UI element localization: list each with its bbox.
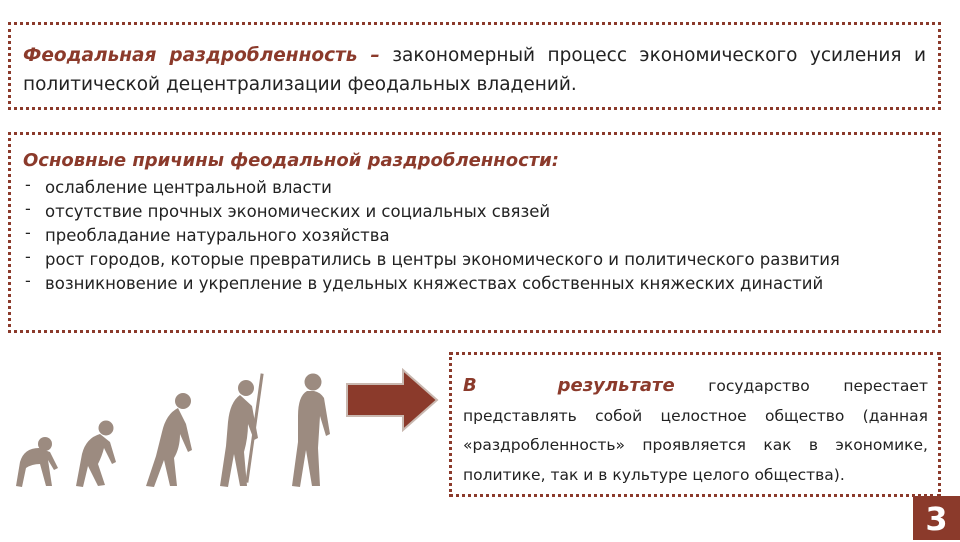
definition-text: закономерный процесс экономического усил… [23,45,926,95]
causes-list: ослабление центральной власти отсутствие… [23,173,928,296]
causes-title: Основные причины феодальной раздробленно… [23,150,559,171]
definition-box: Феодальная раздробленность – закономерны… [8,22,941,110]
cause-item: преобладание натурального хозяйства [23,221,928,248]
right-arrow-icon [346,368,439,432]
cause-item: ослабление центральной власти [23,173,928,200]
human-evolution-silhouettes-icon [16,373,330,487]
result-heading: В результате [463,375,675,396]
result-text: государство перестает представлять собой… [463,377,928,484]
evolution-figure-4 [220,373,264,487]
result-box: В результате государство перестает предс… [449,352,941,497]
definition-paragraph: Феодальная раздробленность – закономерны… [23,41,926,99]
evolution-figure-1 [16,437,58,487]
cause-item: рост городов, которые превратились в цен… [23,245,928,272]
cause-item: возникновение и укрепление в удельных кн… [23,269,928,296]
definition-term: Феодальная раздробленность – [23,45,380,66]
evolution-figure-5 [292,373,330,487]
page-number-badge: 3 [913,496,960,540]
evolution-figure-3 [146,393,192,487]
causes-box: Основные причины феодальной раздробленно… [8,132,941,333]
result-paragraph: В результате государство перестает предс… [463,371,928,490]
cause-item: отсутствие прочных экономических и социа… [23,197,928,224]
evolution-figure-2 [76,420,116,487]
